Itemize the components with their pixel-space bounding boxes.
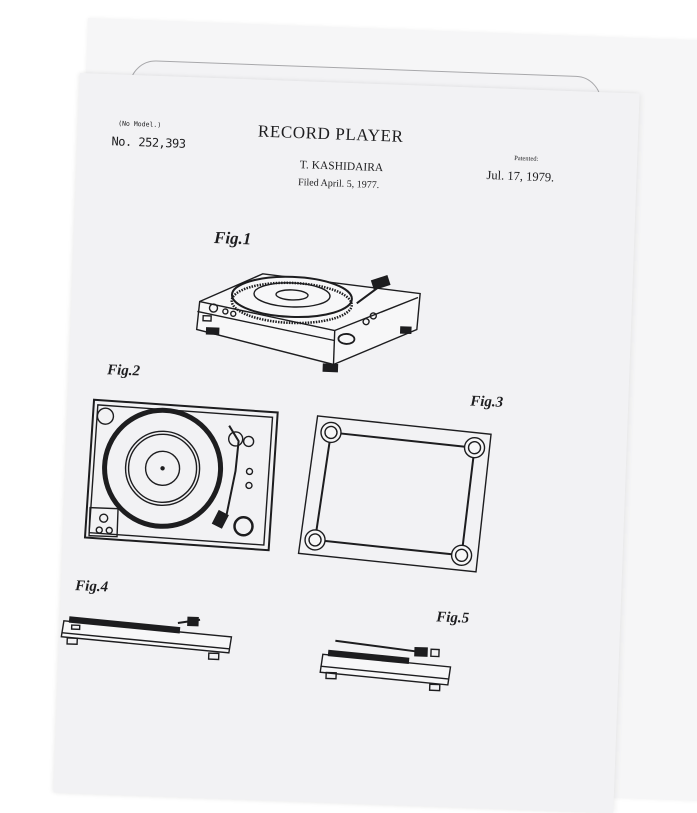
figure-3-label: Fig.3 [469, 393, 504, 411]
figure-3-turntable-bottom-icon [297, 415, 492, 573]
filed-date: Filed April. 5, 1977. [297, 177, 380, 192]
figure-2-label: Fig.2 [106, 362, 141, 380]
figure-4-turntable-front-icon [60, 616, 233, 661]
patented-label: Patented: [514, 154, 539, 163]
inventor-name: T. KASHIDAIRA [299, 159, 384, 175]
figure-1-label: Fig.1 [213, 228, 252, 249]
document-title: RECORD PLAYER [257, 121, 404, 146]
figure-2-turntable-top-icon [83, 398, 279, 552]
patented-date: Jul. 17, 1979. [486, 167, 555, 185]
patent-number: No. 252,393 [111, 134, 186, 151]
figure-5-label: Fig.5 [435, 609, 470, 627]
patent-print: (No Model.) No. 252,393 RECORD PLAYER T.… [54, 73, 640, 813]
figure-1-turntable-perspective-icon [195, 273, 421, 373]
patent-print-card: (No Model.) No. 252,393 RECORD PLAYER T.… [53, 73, 640, 813]
figure-5-turntable-side-icon [319, 639, 452, 692]
figure-4-label: Fig.4 [74, 578, 109, 596]
model-note: (No Model.) [118, 119, 162, 130]
